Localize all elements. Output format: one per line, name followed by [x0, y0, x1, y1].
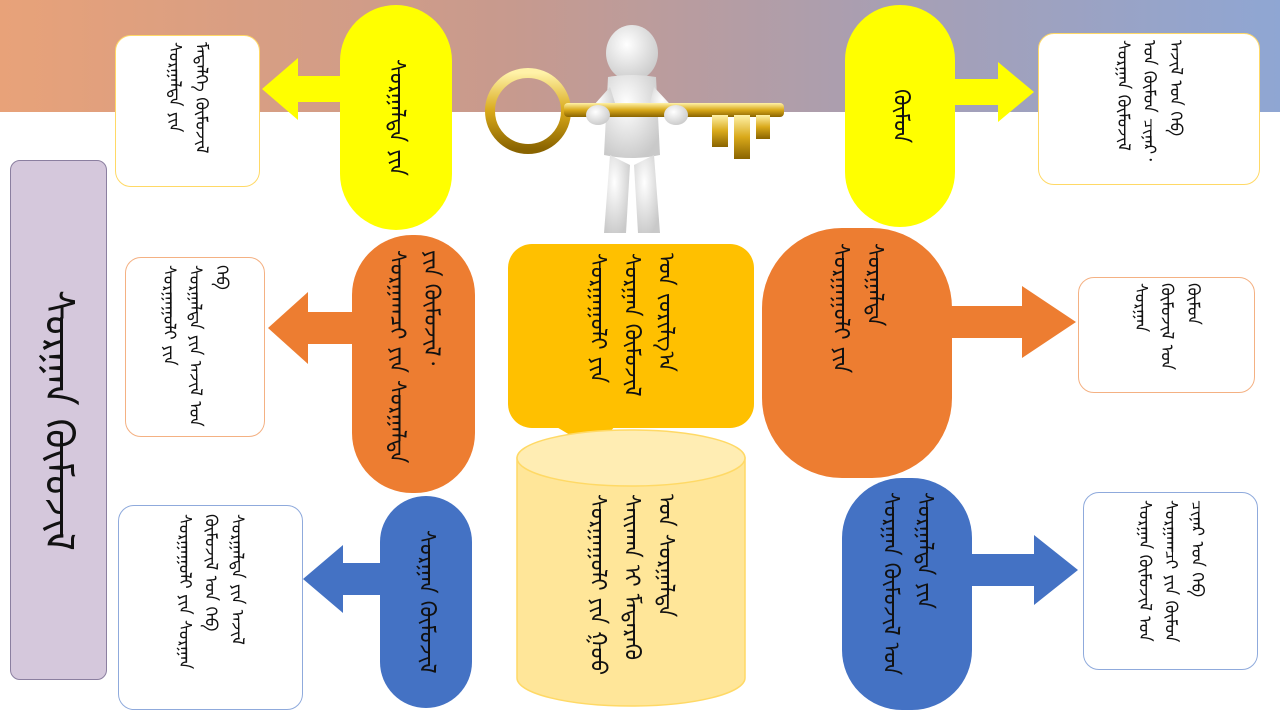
top-right-pill: ᠬᠦᠮᠦᠨ	[845, 5, 955, 227]
center-cylinder: ᠰᠤᠷᠭᠠᠭᠤᠯᠢ ᠶᠢᠨ ᠭᠣᠣ ᠰᠠᠢᠬᠠᠨ ᠢ ᠮᠡᠳᠡᠷᠡᠬᠦ ᠤᠨ ᠰ…	[515, 428, 747, 708]
mid-left-card-text: ᠰᠤᠷᠭᠠᠭᠤᠯᠢ ᠶᠢᠨ ᠰᠤᠷᠭᠠᠯᠲᠠ ᠶᠢᠨ ᠠᠵᠢᠯ ᠤᠨ ᠬᠡᠪ	[158, 265, 232, 427]
bottom-left-card-text: ᠰᠤᠷᠭᠠᠭᠤᠯᠢ ᠶᠢᠨ ᠰᠤᠷᠭᠠᠨ ᠬᠦᠮᠦᠵᠢᠯ ᠤᠨ ᠬᠡᠪ ᠰᠤᠷᠭ…	[174, 514, 248, 670]
bottom-left-arrow	[303, 545, 385, 613]
center-cylinder-text: ᠰᠤᠷᠭᠠᠭᠤᠯᠢ ᠶᠢᠨ ᠭᠣᠣ ᠰᠠᠢᠬᠠᠨ ᠢ ᠮᠡᠳᠡᠷᠡᠬᠦ ᠤᠨ ᠰ…	[584, 494, 679, 676]
bottom-left-pill-text: ᠰᠤᠷᠭᠠᠨ ᠬᠦᠮᠦᠵᠢᠯ	[414, 530, 440, 674]
mid-right-pill-text: ᠰᠤᠷᠭᠠᠭᠤᠯᠢ ᠶᠢᠨ ᠰᠤᠷᠭᠠᠯᠲᠠ	[828, 243, 888, 374]
person-holding-key-icon	[480, 15, 790, 240]
bottom-left-card: ᠰᠤᠷᠭᠠᠭᠤᠯᠢ ᠶᠢᠨ ᠰᠤᠷᠭᠠᠨ ᠬᠦᠮᠦᠵᠢᠯ ᠤᠨ ᠬᠡᠪ ᠰᠤᠷᠭ…	[118, 505, 303, 710]
top-right-pill-text: ᠬᠦᠮᠦᠨ	[888, 88, 914, 144]
top-left-arrow	[262, 58, 352, 120]
center-speech-bubble: ᠰᠤᠷᠭᠠᠭᠤᠯᠢ ᠶᠢᠨ ᠰᠤᠷᠭᠠᠨ ᠬᠦᠮᠦᠵᠢᠯ ᠤᠨ ᠵᠣᠷᠢᠯᠭ᠎ᠠ	[508, 244, 754, 428]
mid-right-card: ᠰᠤᠷᠭᠠᠨ ᠬᠦᠮᠦᠵᠢᠯ ᠤᠨ ᠬᠦᠮᠦᠨ	[1078, 277, 1255, 393]
top-right-arrow	[952, 62, 1034, 122]
mid-right-arrow	[948, 286, 1076, 358]
mid-right-card-text: ᠰᠤᠷᠭᠠᠨ ᠬᠦᠮᠦᠵᠢᠯ ᠤᠨ ᠬᠦᠮᠦᠨ	[1130, 282, 1204, 370]
top-right-card: ᠰᠤᠷᠭᠠᠨ ᠬᠦᠮᠦᠵᠢᠯ ᠤᠨ ᠬᠦᠮᠦᠨ ᠴᠢᠨᠠᠷ᠂ ᠠᠵᠢᠯ ᠤᠨ ᠬ…	[1038, 33, 1260, 185]
top-left-pill-text: ᠰᠤᠷᠭᠠᠯᠲᠠ ᠶᠢᠨ	[384, 59, 410, 176]
bottom-right-card: ᠰᠤᠷᠭᠠᠨ ᠬᠦᠮᠦᠵᠢᠯ ᠤᠨ ᠰᠤᠷᠭᠠᠭᠴᠢ ᠶᠢᠨ ᠬᠦᠮᠦᠨ ᠴᠢᠨ…	[1083, 492, 1258, 670]
top-left-pill: ᠰᠤᠷᠭᠠᠯᠲᠠ ᠶᠢᠨ	[340, 5, 452, 230]
mid-right-pill: ᠰᠤᠷᠭᠠᠭᠤᠯᠢ ᠶᠢᠨ ᠰᠤᠷᠭᠠᠯᠲᠠ	[762, 228, 952, 478]
top-left-card-text: ᠰᠤᠷᠭᠠᠯᠲᠠ ᠶᠢᠨ ᠮᠡᠳᠡᠯᠭᠡ ᠬᠦᠮᠦᠵᠢᠯ	[164, 42, 211, 154]
page-title: ᠰᠤᠷᠭᠠᠨ ᠬᠦᠮᠦᠵᠢᠯ	[35, 289, 82, 551]
center-bubble-text: ᠰᠤᠷᠭᠠᠭᠤᠯᠢ ᠶᠢᠨ ᠰᠤᠷᠭᠠᠨ ᠬᠦᠮᠦᠵᠢᠯ ᠤᠨ ᠵᠣᠷᠢᠯᠭ᠎ᠠ	[584, 253, 679, 397]
mid-left-pill-text: ᠰᠤᠷᠭᠠᠭᠴᠢ ᠶᠢᠨ ᠰᠤᠷᠭᠠᠯᠲᠠ ᠶᠢᠨ ᠬᠦᠮᠦᠵᠢᠯ᠂	[384, 250, 444, 464]
bottom-right-pill-text: ᠰᠤᠷᠭᠠᠨ ᠬᠦᠮᠦᠵᠢᠯ ᠤᠨ ᠰᠤᠷᠭᠠᠯᠲᠠ ᠶᠢᠨ	[878, 491, 938, 676]
bottom-right-card-text: ᠰᠤᠷᠭᠠᠨ ᠬᠦᠮᠦᠵᠢᠯ ᠤᠨ ᠰᠤᠷᠭᠠᠭᠴᠢ ᠶᠢᠨ ᠬᠦᠮᠦᠨ ᠴᠢᠨ…	[1134, 500, 1208, 643]
top-right-card-text: ᠰᠤᠷᠭᠠᠨ ᠬᠦᠮᠦᠵᠢᠯ ᠤᠨ ᠬᠦᠮᠦᠨ ᠴᠢᠨᠠᠷ᠂ ᠠᠵᠢᠯ ᠤᠨ ᠬ…	[1112, 40, 1186, 162]
bottom-right-pill: ᠰᠤᠷᠭᠠᠨ ᠬᠦᠮᠦᠵᠢᠯ ᠤᠨ ᠰᠤᠷᠭᠠᠯᠲᠠ ᠶᠢᠨ	[842, 478, 972, 710]
title-box: ᠰᠤᠷᠭᠠᠨ ᠬᠦᠮᠦᠵᠢᠯ	[10, 160, 107, 680]
bottom-right-arrow	[970, 535, 1078, 605]
mid-left-pill: ᠰᠤᠷᠭᠠᠭᠴᠢ ᠶᠢᠨ ᠰᠤᠷᠭᠠᠯᠲᠠ ᠶᠢᠨ ᠬᠦᠮᠦᠵᠢᠯ᠂	[352, 235, 475, 493]
bottom-left-pill: ᠰᠤᠷᠭᠠᠨ ᠬᠦᠮᠦᠵᠢᠯ	[380, 496, 472, 708]
mid-left-card: ᠰᠤᠷᠭᠠᠭᠤᠯᠢ ᠶᠢᠨ ᠰᠤᠷᠭᠠᠯᠲᠠ ᠶᠢᠨ ᠠᠵᠢᠯ ᠤᠨ ᠬᠡᠪ	[125, 257, 265, 437]
mid-left-arrow	[268, 292, 364, 364]
top-left-card: ᠰᠤᠷᠭᠠᠯᠲᠠ ᠶᠢᠨ ᠮᠡᠳᠡᠯᠭᠡ ᠬᠦᠮᠦᠵᠢᠯ	[115, 35, 260, 187]
